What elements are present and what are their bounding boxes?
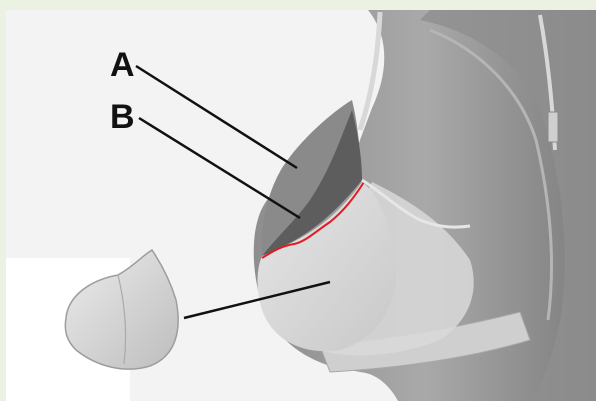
strap-slider: [548, 112, 558, 142]
label-a: A: [110, 46, 135, 84]
label-b: B: [110, 98, 135, 136]
